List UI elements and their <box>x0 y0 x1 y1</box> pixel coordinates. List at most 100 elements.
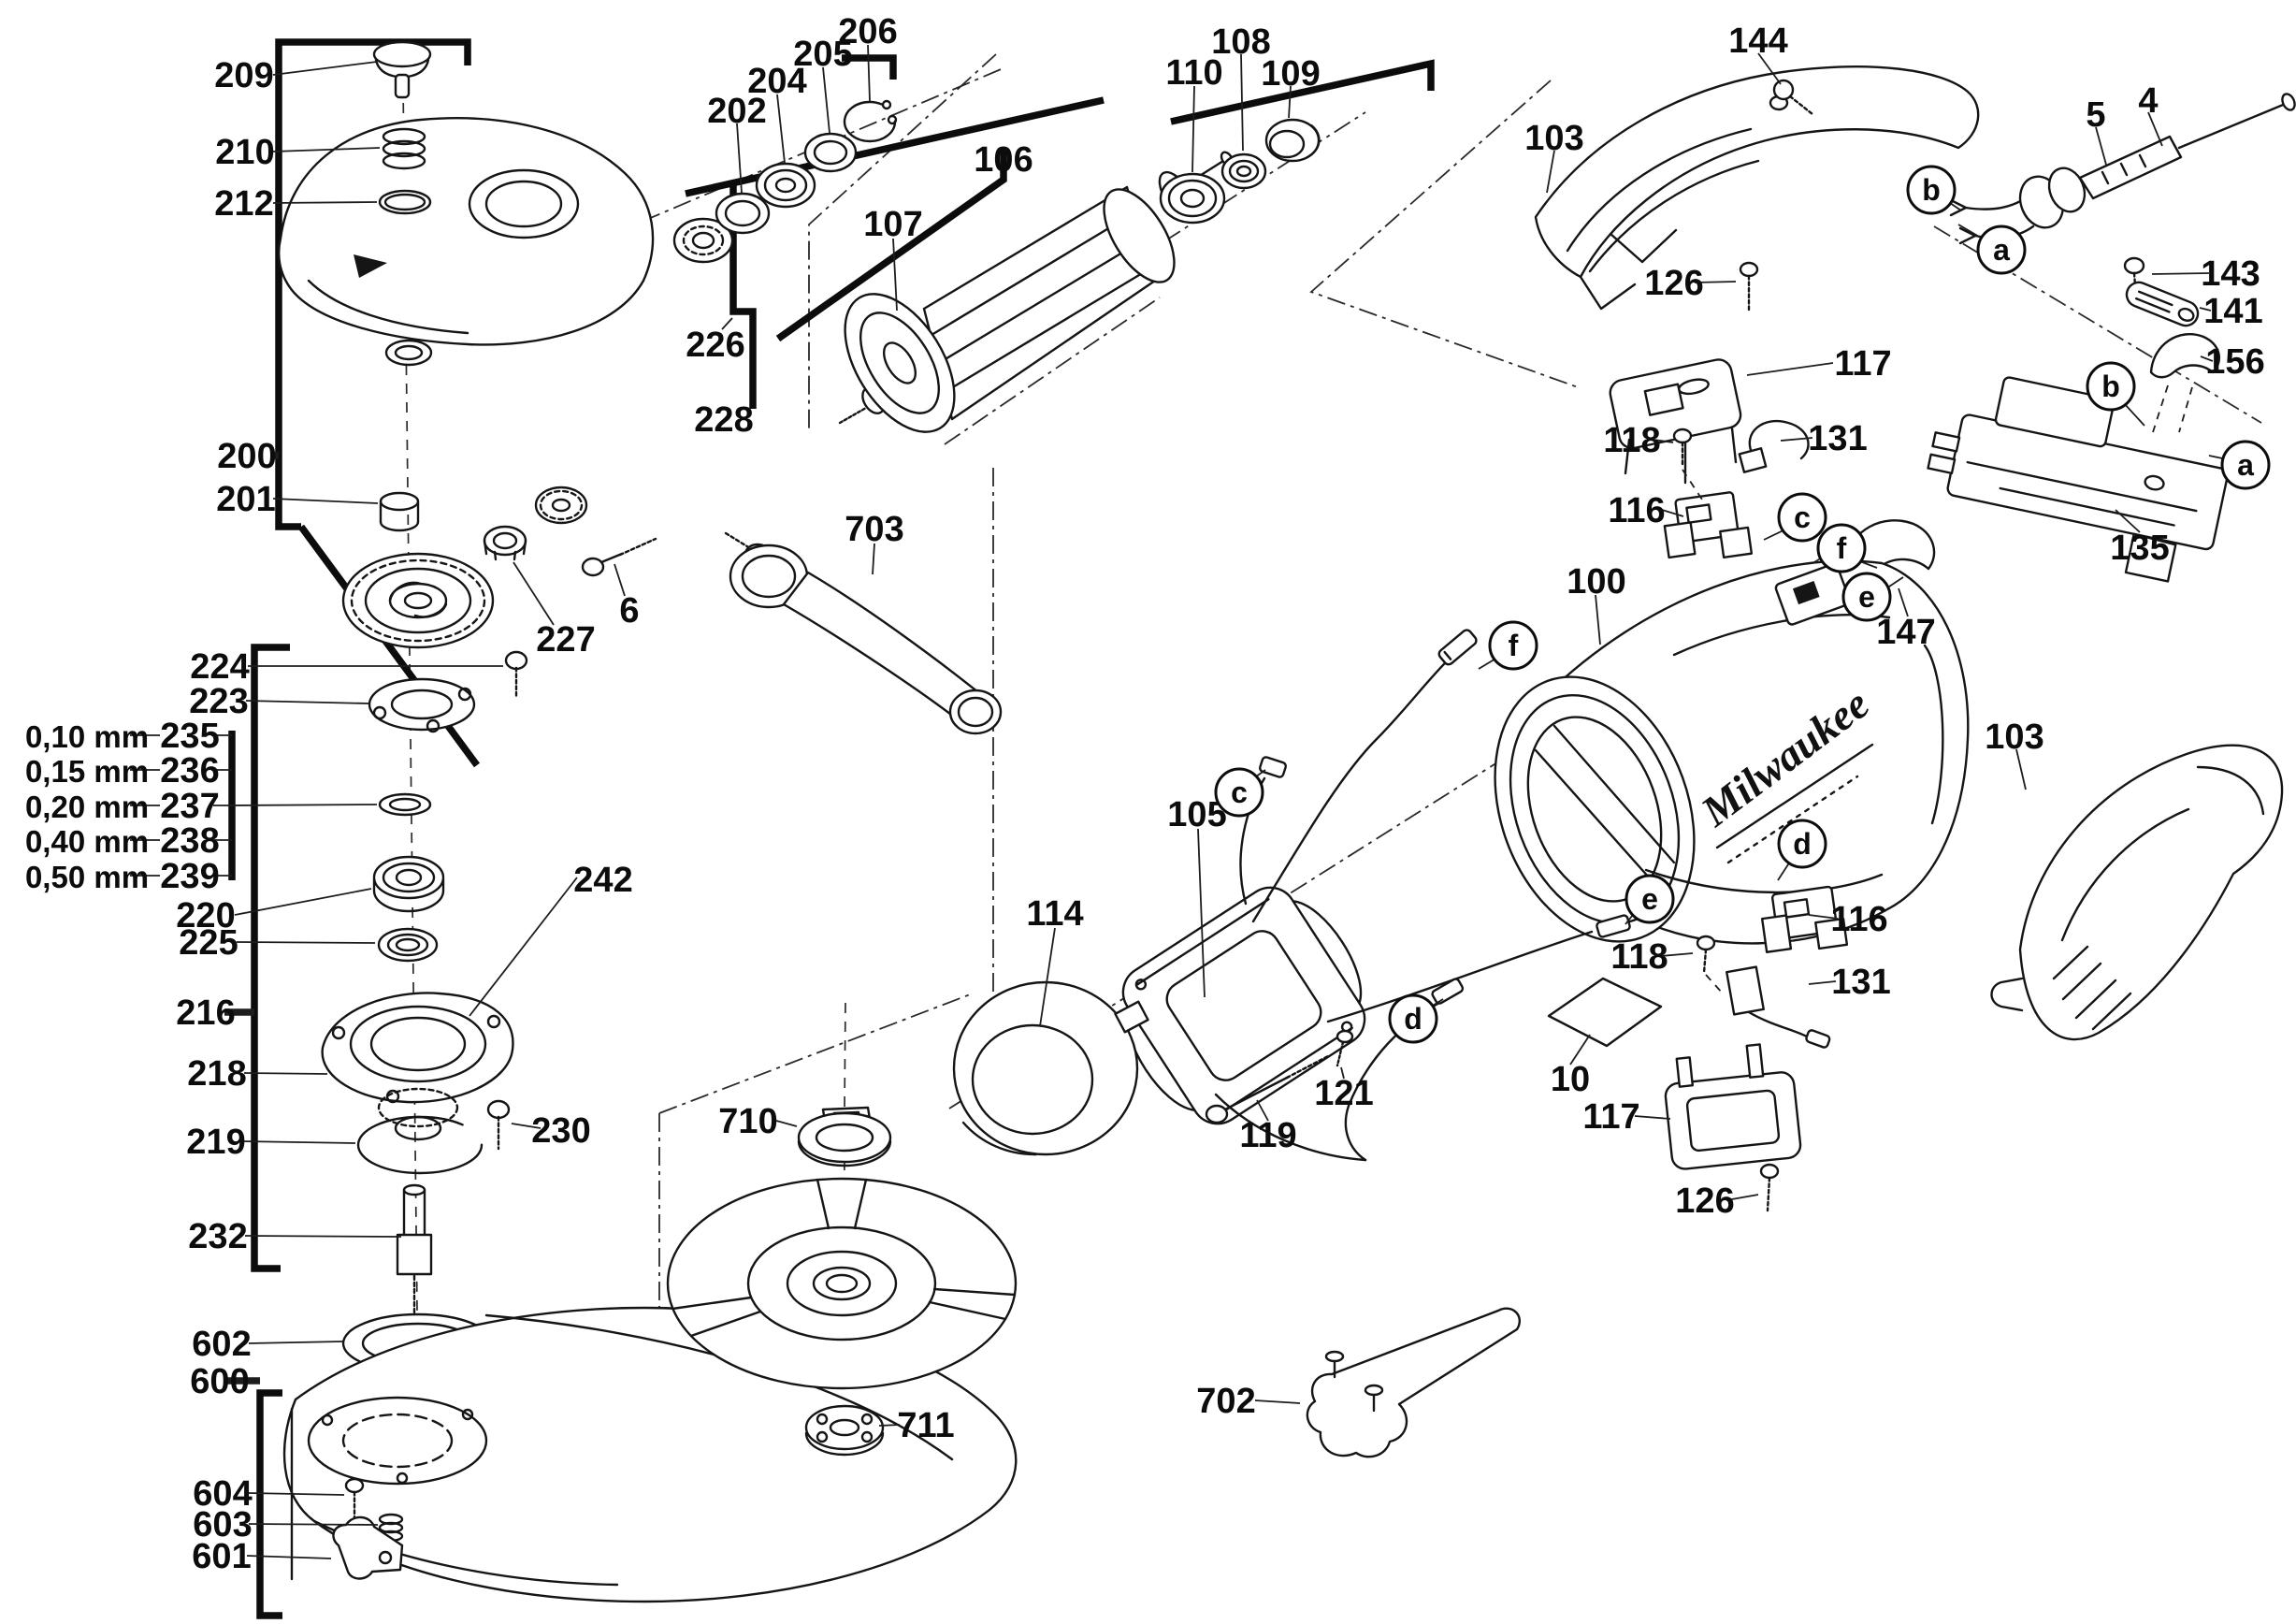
bushing-drawing <box>379 491 420 532</box>
leader-line <box>272 201 378 204</box>
part-number-label-702: 702 <box>1196 1382 1255 1421</box>
leader-line <box>272 498 379 504</box>
leader-line <box>1595 594 1601 645</box>
shim-thickness-label: 0,40 mm <box>25 824 149 859</box>
shim-thickness-label: 0,10 mm <box>25 719 149 754</box>
part-number-label-210: 210 <box>215 133 274 172</box>
letter-callout-a: a <box>2237 448 2254 482</box>
leader-line <box>245 700 369 704</box>
upper-switch-cluster-drawings <box>1609 261 1810 559</box>
part-number-label-103: 103 <box>1985 718 2043 757</box>
leader-line <box>1340 1066 1345 1080</box>
part-number-label-126: 126 <box>1644 264 1703 303</box>
leader-line <box>2015 748 2027 790</box>
part-number-label-216: 216 <box>176 993 235 1033</box>
part-number-label-106: 106 <box>974 140 1032 180</box>
leader-line <box>776 94 786 164</box>
part-number-label-602: 602 <box>192 1325 251 1364</box>
leader-line <box>243 1072 328 1075</box>
leader-line <box>1546 150 1555 194</box>
screw-plate-moon-drawings <box>2123 256 2221 379</box>
screw-6-drawing <box>581 537 657 577</box>
part-number-label-235: 235 <box>160 717 219 756</box>
leader-line <box>236 941 376 944</box>
part-number-label-710: 710 <box>718 1102 777 1141</box>
leader-line <box>1634 1115 1671 1120</box>
part-number-label-6: 6 <box>619 591 639 631</box>
leader-line <box>775 1120 798 1127</box>
center-axis-line <box>944 297 1161 445</box>
leader-line <box>2123 402 2145 427</box>
leader-line <box>1240 53 1244 152</box>
leader-line <box>248 1523 379 1526</box>
oring-screw-drawings <box>356 1099 511 1175</box>
cord-assembly-drawing <box>1949 93 2296 245</box>
letter-callout-circle-c <box>1214 767 1264 818</box>
letter-callout-circle-d <box>1777 819 1827 869</box>
part-number-label-236: 236 <box>160 751 219 790</box>
letter-callout-f: f <box>1837 531 1847 565</box>
letter-callout-b: b <box>1922 173 1941 207</box>
part-number-label-201: 201 <box>216 480 275 519</box>
center-axis-line <box>808 53 997 430</box>
leader-line <box>1197 828 1206 998</box>
leader-line <box>234 888 372 916</box>
part-number-label-121: 121 <box>1314 1074 1373 1113</box>
part-number-label-118: 118 <box>1610 937 1668 977</box>
part-number-label-4: 4 <box>2138 81 2158 121</box>
part-number-label-117: 117 <box>1582 1097 1639 1137</box>
leader-line <box>2178 386 2193 433</box>
right-handle-drawing <box>1990 744 2284 1041</box>
part-number-label-131: 131 <box>1808 419 1867 458</box>
leader-line <box>1039 927 1056 1027</box>
letter-callout-circle-e <box>1841 572 1892 622</box>
leader-line <box>1694 281 1737 283</box>
lower-switch-cluster-drawings <box>1696 885 1849 1049</box>
armature-drawing <box>838 151 1235 433</box>
leader-lines-layer <box>130 44 2228 1559</box>
part-number-label-141: 141 <box>2203 292 2262 331</box>
letter-callout-circle-a <box>1976 225 2027 275</box>
part-number-label-126: 126 <box>1675 1182 1734 1221</box>
part-drawings-layer: Milwaukee <box>278 40 2296 1603</box>
part-number-label-218: 218 <box>187 1054 246 1094</box>
group-bracket <box>775 148 1007 342</box>
leader-line <box>1653 439 1674 443</box>
leader-line <box>240 1140 356 1144</box>
part-number-label-144: 144 <box>1728 22 1787 61</box>
spindle-drawing <box>396 1183 433 1327</box>
pinion-nut-drawing <box>483 486 588 561</box>
leader-line <box>1808 914 1839 920</box>
leader-line <box>1898 587 1909 617</box>
letter-callout-d: d <box>1404 1002 1422 1036</box>
shim-thickness-label: 0,15 mm <box>25 754 149 789</box>
leader-line <box>2199 307 2212 312</box>
air-deflector-drawing <box>952 980 1149 1156</box>
part-number-label-703: 703 <box>845 510 903 549</box>
group-bracket <box>1170 59 1435 125</box>
shim-thickness-label: 0,20 mm <box>25 790 149 824</box>
leader-line <box>1726 1194 1759 1201</box>
leader-line <box>2115 509 2141 533</box>
screw-144-drawing <box>1772 79 1814 116</box>
leader-line <box>1777 861 1791 881</box>
part-number-label-135: 135 <box>2110 529 2169 568</box>
wheel-flange-drawings <box>666 1106 1018 1457</box>
part-number-label-239: 239 <box>160 857 219 896</box>
part-number-label-156: 156 <box>2205 342 2264 382</box>
part-number-label-108: 108 <box>1211 22 1270 62</box>
leader-line <box>513 561 555 626</box>
leader-line <box>614 563 626 597</box>
shim-bearing-seal-drawings <box>372 792 445 963</box>
leader-line <box>878 1424 901 1427</box>
part-number-label-230: 230 <box>531 1111 590 1151</box>
shim-thickness-label: 0,50 mm <box>25 860 149 894</box>
center-axis-line <box>1933 225 2262 424</box>
part-number-label-5: 5 <box>2086 95 2105 135</box>
part-number-label-147: 147 <box>1876 613 1935 652</box>
bearing-flange-drawing <box>321 992 514 1141</box>
part-number-label-206: 206 <box>838 12 897 51</box>
